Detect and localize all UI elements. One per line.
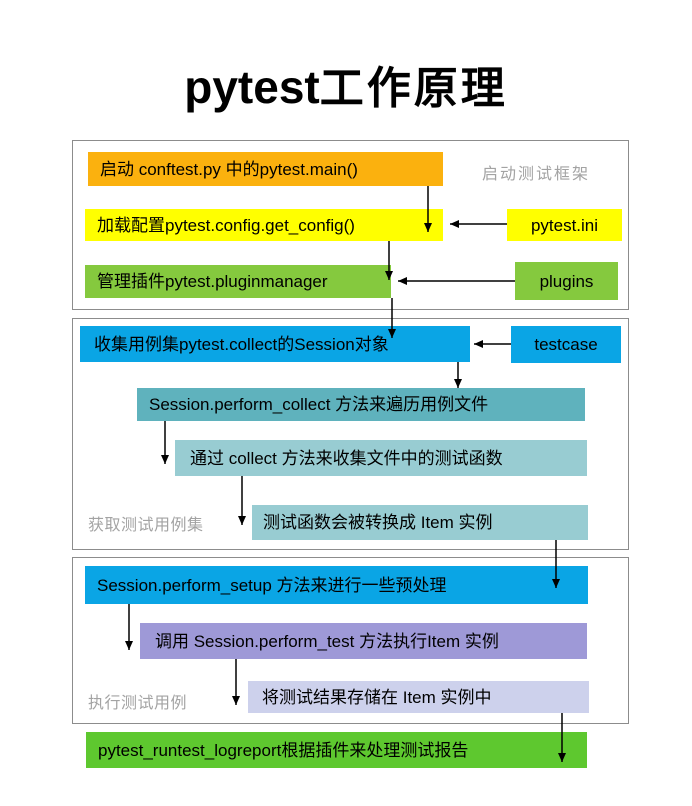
box-perform-test: 调用 Session.perform_test 方法执行Item 实例 <box>140 623 587 659</box>
box-store-result: 将测试结果存储在 Item 实例中 <box>248 681 589 713</box>
label-startup-section: 启动测试框架 <box>482 166 591 183</box>
label-run-section: 执行测试用例 <box>88 695 188 712</box>
box-load-config: 加载配置pytest.config.get_config() <box>85 209 443 241</box>
box-pluginmanager: 管理插件pytest.pluginmanager <box>85 265 391 298</box>
title-cjk: 工作原理 <box>319 64 508 113</box>
section-run-frame <box>72 557 629 724</box>
box-collect-session: 收集用例集pytest.collect的Session对象 <box>80 326 470 362</box>
box-pytest-main: 启动 conftest.py 中的pytest.main() <box>88 152 443 186</box>
box-item-instance: 测试函数会被转换成 Item 实例 <box>252 505 588 540</box>
box-collect-functions: 通过 collect 方法来收集文件中的测试函数 <box>175 440 587 476</box>
box-testcase: testcase <box>511 326 621 363</box>
box-plugins: plugins <box>515 262 618 300</box>
box-perform-collect: Session.perform_collect 方法来遍历用例文件 <box>137 388 585 421</box>
section-collect-frame <box>72 318 629 550</box>
box-logreport: pytest_runtest_logreport根据插件来处理测试报告 <box>86 732 587 768</box>
box-perform-setup: Session.perform_setup 方法来进行一些预处理 <box>85 566 588 604</box>
box-pytest-ini: pytest.ini <box>507 209 622 241</box>
title-latin: pytest <box>184 61 320 113</box>
label-collect-section: 获取测试用例集 <box>88 517 204 534</box>
page-title: pytest工作原理 <box>0 52 692 116</box>
section-startup-frame <box>72 140 629 310</box>
